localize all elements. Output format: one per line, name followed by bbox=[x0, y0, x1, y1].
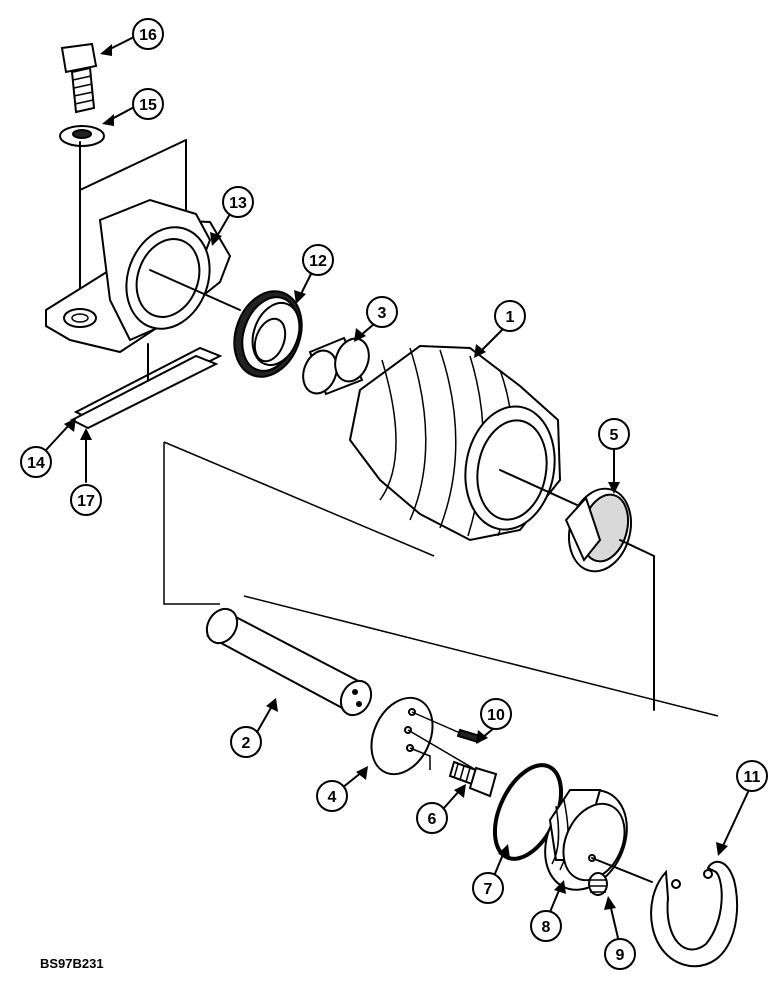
shims-14-17 bbox=[69, 343, 223, 430]
svg-text:3: 3 bbox=[378, 305, 387, 322]
screw-6 bbox=[448, 760, 498, 798]
callout-12: 12 bbox=[302, 244, 334, 276]
end-cap-8 bbox=[544, 789, 653, 891]
svg-text:6: 6 bbox=[428, 811, 437, 828]
svg-text:1: 1 bbox=[506, 309, 515, 326]
callout-8: 8 bbox=[530, 910, 562, 942]
callout-leaders bbox=[45, 35, 749, 939]
svg-text:4: 4 bbox=[328, 789, 337, 806]
callout-10: 10 bbox=[480, 698, 512, 730]
shaft-2 bbox=[205, 607, 373, 717]
svg-text:7: 7 bbox=[484, 881, 493, 898]
callout-7: 7 bbox=[472, 872, 504, 904]
guide-lines bbox=[163, 441, 719, 717]
callout-5: 5 bbox=[598, 418, 630, 450]
callout-14: 14 bbox=[20, 446, 52, 478]
svg-text:11: 11 bbox=[744, 769, 761, 786]
svg-text:13: 13 bbox=[229, 195, 247, 212]
set-screw-9 bbox=[588, 872, 608, 896]
bolt-16 bbox=[60, 42, 98, 114]
callout-6: 6 bbox=[416, 802, 448, 834]
seal-12 bbox=[233, 290, 303, 378]
callout-15: 15 bbox=[132, 88, 164, 120]
bushing-3 bbox=[302, 336, 370, 396]
svg-text:8: 8 bbox=[542, 919, 551, 936]
document-code: BS97B231 bbox=[40, 956, 104, 971]
svg-text:9: 9 bbox=[616, 947, 625, 964]
callout-1: 1 bbox=[494, 300, 526, 332]
callout-17: 17 bbox=[70, 484, 102, 516]
callout-2: 2 bbox=[230, 726, 262, 758]
svg-text:17: 17 bbox=[77, 493, 95, 510]
svg-text:10: 10 bbox=[487, 707, 505, 724]
svg-text:12: 12 bbox=[309, 253, 327, 270]
housing-13 bbox=[45, 139, 241, 354]
svg-text:16: 16 bbox=[139, 27, 157, 44]
thrust-washer-5 bbox=[564, 487, 655, 711]
svg-text:14: 14 bbox=[27, 455, 45, 472]
callout-11: 11 bbox=[736, 760, 768, 792]
roller-1 bbox=[348, 344, 611, 542]
washer-15 bbox=[59, 125, 105, 147]
callout-13: 13 bbox=[222, 186, 254, 218]
svg-text:5: 5 bbox=[610, 427, 619, 444]
callout-16: 16 bbox=[132, 18, 164, 50]
svg-text:15: 15 bbox=[139, 97, 157, 114]
callout-9: 9 bbox=[604, 938, 636, 970]
svg-text:2: 2 bbox=[242, 735, 251, 752]
snap-ring-11 bbox=[650, 860, 738, 968]
callout-3: 3 bbox=[366, 296, 398, 328]
callout-4: 4 bbox=[316, 780, 348, 812]
